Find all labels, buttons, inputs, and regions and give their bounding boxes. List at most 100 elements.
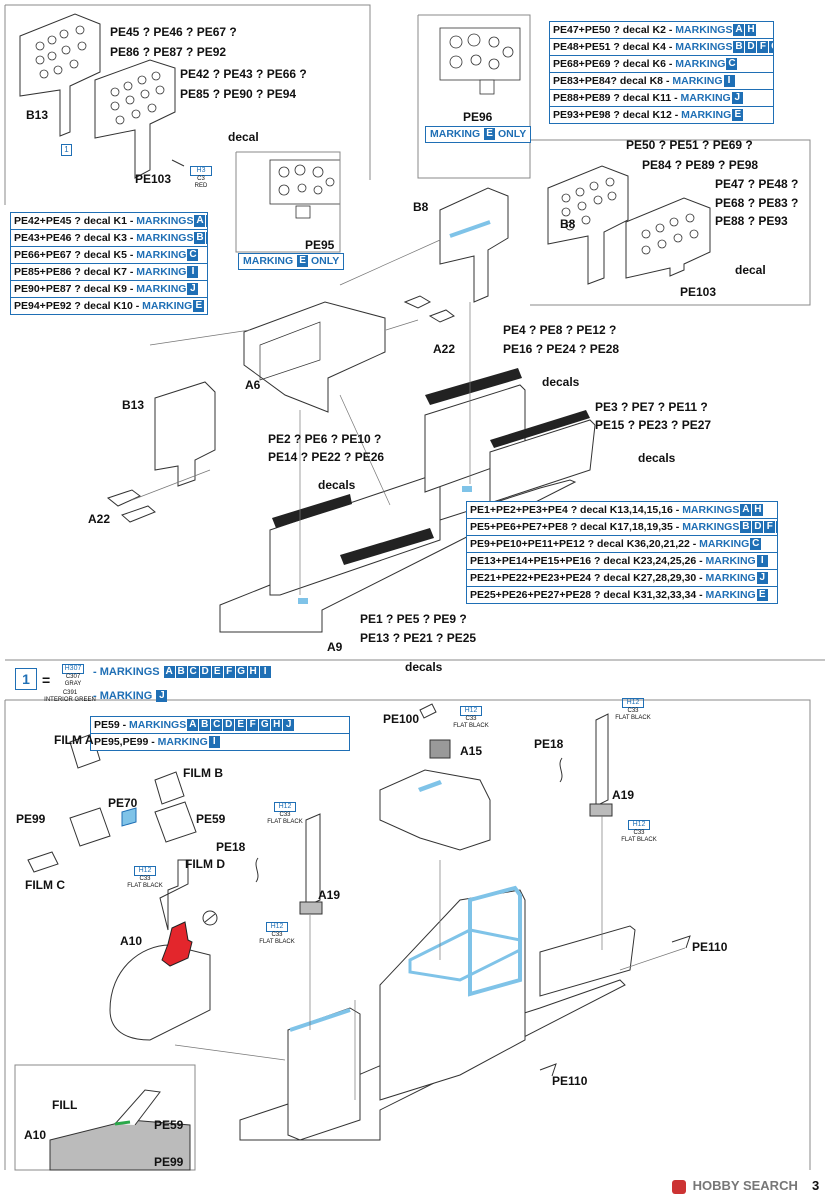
legend-marking: MARKING: [142, 300, 193, 312]
label-pe110-top: PE110: [692, 940, 728, 954]
marking-letter-box: G: [769, 41, 773, 54]
marking-letter-box: J: [187, 283, 199, 296]
legend-text: PE95,PE99 -: [94, 736, 158, 748]
color-key-row2: - MARKING J: [93, 690, 168, 703]
inset-a10: A10: [24, 1128, 47, 1142]
right-label-row3: PE47 ? PE48 ?: [715, 177, 799, 191]
legend-row: PE25+PE26+PE27+PE28 ? decal K31,32,33,34…: [467, 587, 777, 603]
marking-letter-box: A: [733, 24, 745, 37]
marking-letter-box: D: [745, 41, 757, 54]
marking-letter-box: H: [271, 719, 283, 732]
marking-letter-box: F: [223, 666, 235, 679]
paint-name: RED: [194, 183, 208, 189]
marking-letter-box: E: [235, 719, 247, 732]
marking-letter-box: J: [756, 572, 768, 585]
paint-code-alt: C33: [633, 830, 645, 836]
paint-code-alt: C33: [271, 932, 283, 938]
markings-text: - MARKINGS: [93, 666, 160, 678]
marking-letter-box: B: [175, 666, 187, 679]
center-part-b13: B13: [122, 398, 145, 412]
legend-text: PE43+PE46 ? decal K3 -: [14, 232, 137, 244]
paint-code-alt: C33: [627, 708, 639, 714]
legend-text: PE21+PE22+PE23+PE24 ? decal K27,28,29,30…: [470, 572, 706, 584]
footer-brand: HOBBY SEARCH: [672, 1178, 798, 1194]
marking-letter-box: A: [163, 666, 175, 679]
marking-word: MARKING: [243, 255, 294, 267]
g-left-decals: decals: [318, 478, 356, 492]
marking-word: MARKING: [430, 128, 481, 140]
legend-text: PE42+PE45 ? decal K1 -: [14, 215, 137, 227]
legend-row: PE48+PE51 ? decal K4 - MARKINGSBDFG: [550, 39, 773, 56]
marking-letter-box: A: [187, 719, 199, 732]
marking-letter-box: H: [206, 215, 207, 228]
center-part-b8: B8: [413, 200, 429, 214]
legend-row: PE9+PE10+PE11+PE12 ? decal K36,20,21,22 …: [467, 536, 777, 553]
label-a19-right: A19: [612, 788, 635, 802]
marking-letter-box: D: [199, 666, 211, 679]
center-part-a22-top: A22: [433, 342, 456, 356]
marking-letter-box: C: [750, 538, 762, 551]
marking-letter-box: I: [723, 75, 735, 88]
legend-marking: MARKINGS: [136, 215, 194, 227]
right-label-row1: PE50 ? PE51 ? PE69 ?: [626, 138, 753, 152]
part-pe96: PE96: [463, 110, 493, 124]
paint-code-alt: C33: [279, 812, 291, 818]
marking-letter: E: [484, 128, 496, 141]
marking-letter-box: B: [199, 719, 211, 732]
paint-name: INTERIOR GREEN: [44, 697, 96, 703]
marking-letter-box: B: [733, 41, 745, 54]
label-pe99: PE99: [16, 812, 46, 826]
g-top-decals: decals: [542, 375, 580, 389]
marking-letter-box: F: [757, 41, 769, 54]
legend-text: PE93+PE98 ? decal K12 -: [553, 109, 682, 121]
paint-code: H12: [460, 706, 482, 716]
label-pe59: PE59: [196, 812, 226, 826]
paint-code: H12: [628, 820, 650, 830]
legend-marking: MARKING: [705, 589, 756, 601]
inset-fill: FILL: [52, 1098, 78, 1112]
marking-letter-box: H: [745, 24, 757, 37]
g-left-row1: PE2 ? PE6 ? PE10 ?: [268, 432, 382, 446]
legend-row: PE13+PE14+PE15+PE16 ? decal K23,24,25,26…: [467, 553, 777, 570]
legend-row: PE43+PE46 ? decal K3 - MARKINGSBDFG: [11, 230, 207, 247]
paint-flat-black-4: H12 C33 FLAT BLACK: [450, 706, 492, 730]
pe-label-row1: PE45 ? PE46 ? PE67 ?: [110, 25, 237, 39]
legend-text: PE66+PE67 ? decal K5 -: [14, 249, 137, 261]
paint-name: GRAY: [64, 681, 82, 687]
paint-flat-black-5: H12 C33 FLAT BLACK: [612, 698, 654, 722]
legend-text: PE83+PE84? decal K8 -: [553, 75, 673, 87]
legend-marking: MARKING: [675, 58, 726, 70]
marking-letter-box: A: [740, 504, 752, 517]
paint-callout-red: H3 C3 RED: [190, 166, 212, 190]
legend-text: PE9+PE10+PE11+PE12 ? decal K36,20,21,22 …: [470, 538, 700, 550]
marking-letter-box: I: [756, 555, 768, 568]
legend-text: PE85+PE86 ? decal K7 -: [14, 266, 137, 278]
paint-code-alt: C33: [465, 716, 477, 722]
part-b13: B13: [26, 108, 49, 122]
g-right-row1: PE3 ? PE7 ? PE11 ?: [595, 400, 708, 414]
legend-marking: MARKING: [157, 736, 208, 748]
legend-row: PE5+PE6+PE7+PE8 ? decal K17,18,19,35 - M…: [467, 519, 777, 536]
color-key-eq: =: [42, 672, 51, 688]
legend-marking: MARKING: [136, 249, 187, 261]
only-word: ONLY: [311, 255, 340, 267]
marking-letter-box: J: [283, 719, 295, 732]
label-pe18-left: PE18: [216, 840, 246, 854]
g-top-row1: PE4 ? PE8 ? PE12 ?: [503, 323, 617, 337]
inset-pe59: PE59: [154, 1118, 184, 1132]
pe95-marking-only: MARKING E ONLY: [238, 253, 345, 270]
right-label-row4: PE68 ? PE83 ?: [715, 196, 799, 210]
legend-text: PE13+PE14+PE15+PE16 ? decal K23,24,25,26…: [470, 555, 706, 567]
marking-letter-box: E: [193, 300, 205, 313]
marking-letter: E: [297, 255, 309, 268]
legend-marking: MARKING: [699, 538, 750, 550]
legend-marking: MARKINGS: [675, 41, 733, 53]
paint-code: H12: [134, 866, 156, 876]
label-pe70: PE70: [108, 796, 138, 810]
